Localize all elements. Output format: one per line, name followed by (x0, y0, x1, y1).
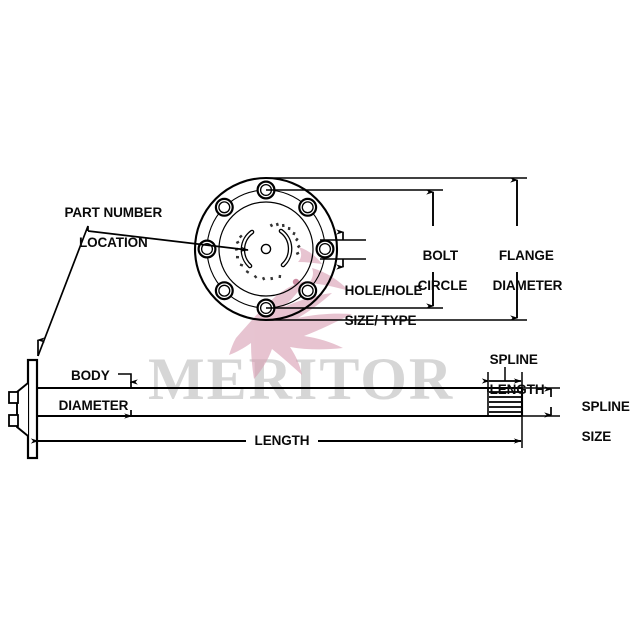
label-body-diameter: BODY DIAMETER (44, 353, 129, 428)
flange-inner-circle (218, 201, 314, 297)
flange-extension-lines (266, 177, 527, 321)
label-spline-size-line1: SPLINE (581, 399, 630, 414)
label-flange-diameter-line1: FLANGE (498, 248, 554, 263)
flange-hub-taper (16, 382, 29, 437)
flange-side-view (8, 358, 39, 460)
meritor-bull-logo (229, 247, 352, 379)
flange-plate-side (26, 358, 39, 460)
label-bolt-circle: BOLT CIRCLE (403, 233, 468, 308)
label-flange-diameter-line2: DIAMETER (492, 278, 563, 293)
label-spline-length-line1: SPLINE (489, 352, 538, 367)
part-number-leader-lines (36, 225, 249, 357)
label-bolt-circle-line2: CIRCLE (417, 278, 468, 293)
label-spline-length-line2: LENGTH (489, 382, 545, 397)
label-part-number-location-line1: PART NUMBER (64, 205, 163, 220)
label-hole-size-type-line2: SIZE/ TYPE (344, 313, 417, 328)
label-spline-length: SPLINE LENGTH (475, 337, 545, 412)
leader-to-side-view (37, 225, 89, 357)
body-diameter-leader (118, 373, 132, 383)
label-body-diameter-line2: DIAMETER (58, 398, 129, 413)
label-hole-size-type-line1: HOLE/HOLE (344, 283, 423, 298)
hub-tab-upper (8, 391, 19, 404)
label-flange-diameter: FLANGE DIAMETER (478, 233, 563, 308)
label-part-number-location-line2: LOCATION (78, 235, 148, 250)
hub-tab-lower (8, 414, 19, 427)
label-part-number-location: PART NUMBER LOCATION (36, 190, 176, 265)
label-spline-size-line2: SIZE (581, 429, 612, 444)
label-bolt-circle-line1: BOLT (422, 248, 458, 263)
label-body-diameter-line1: BODY (71, 368, 110, 383)
part-number-stamp-markings (234, 222, 301, 281)
label-hole-size-type: HOLE/HOLE SIZE/ TYPE (330, 268, 426, 343)
label-length: LENGTH (254, 433, 310, 448)
axle-shaft-body (37, 386, 524, 418)
dimension-length (30, 416, 523, 448)
spline-teeth-hatching (489, 391, 521, 413)
dimension-body-diameter (118, 373, 138, 419)
meritor-watermark-text: MERITOR (148, 346, 455, 412)
label-spline-size: SPLINE SIZE (567, 384, 630, 459)
dimension-spline-size (522, 386, 560, 418)
leader-to-flange-center (87, 230, 249, 252)
flange-face-view (193, 176, 339, 322)
